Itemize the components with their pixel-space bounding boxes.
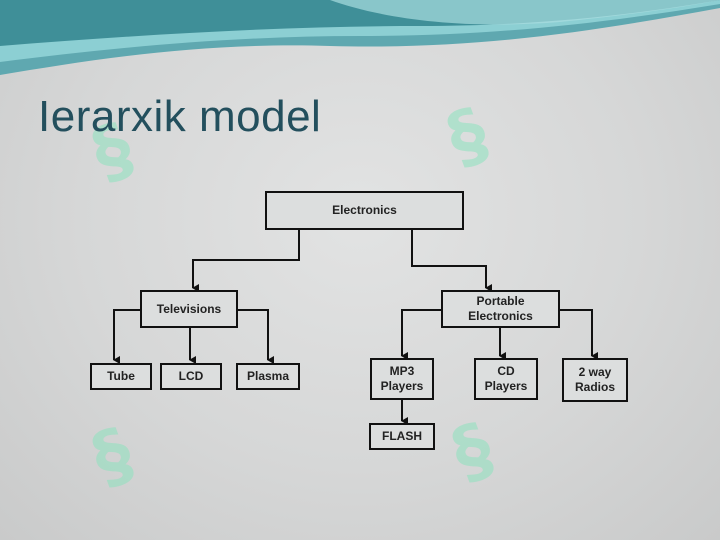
node-televisions: Televisions: [140, 290, 238, 328]
edge-portable-mp3: [401, 309, 441, 360]
node-tube: Tube: [90, 363, 152, 390]
node-plasma: Plasma: [236, 363, 300, 390]
edge-tv-tube: [113, 309, 140, 364]
edge-tv-plasma: [238, 309, 274, 364]
edge-root-portable: [411, 230, 492, 292]
node-portable-electronics: Portable Electronics: [441, 290, 560, 328]
node-cd-players: CD Players: [474, 358, 538, 400]
node-flash: FLASH: [369, 423, 435, 450]
node-mp3-players: MP3 Players: [370, 358, 434, 400]
slide-title: Ierarxik model: [38, 92, 322, 141]
node-electronics: Electronics: [265, 191, 464, 230]
node-2-way-radios: 2 way Radios: [562, 358, 628, 402]
node-lcd: LCD: [160, 363, 222, 390]
edge-portable-radios: [560, 309, 598, 360]
edge-root-televisions: [192, 230, 300, 292]
header-wave: [0, 0, 720, 75]
